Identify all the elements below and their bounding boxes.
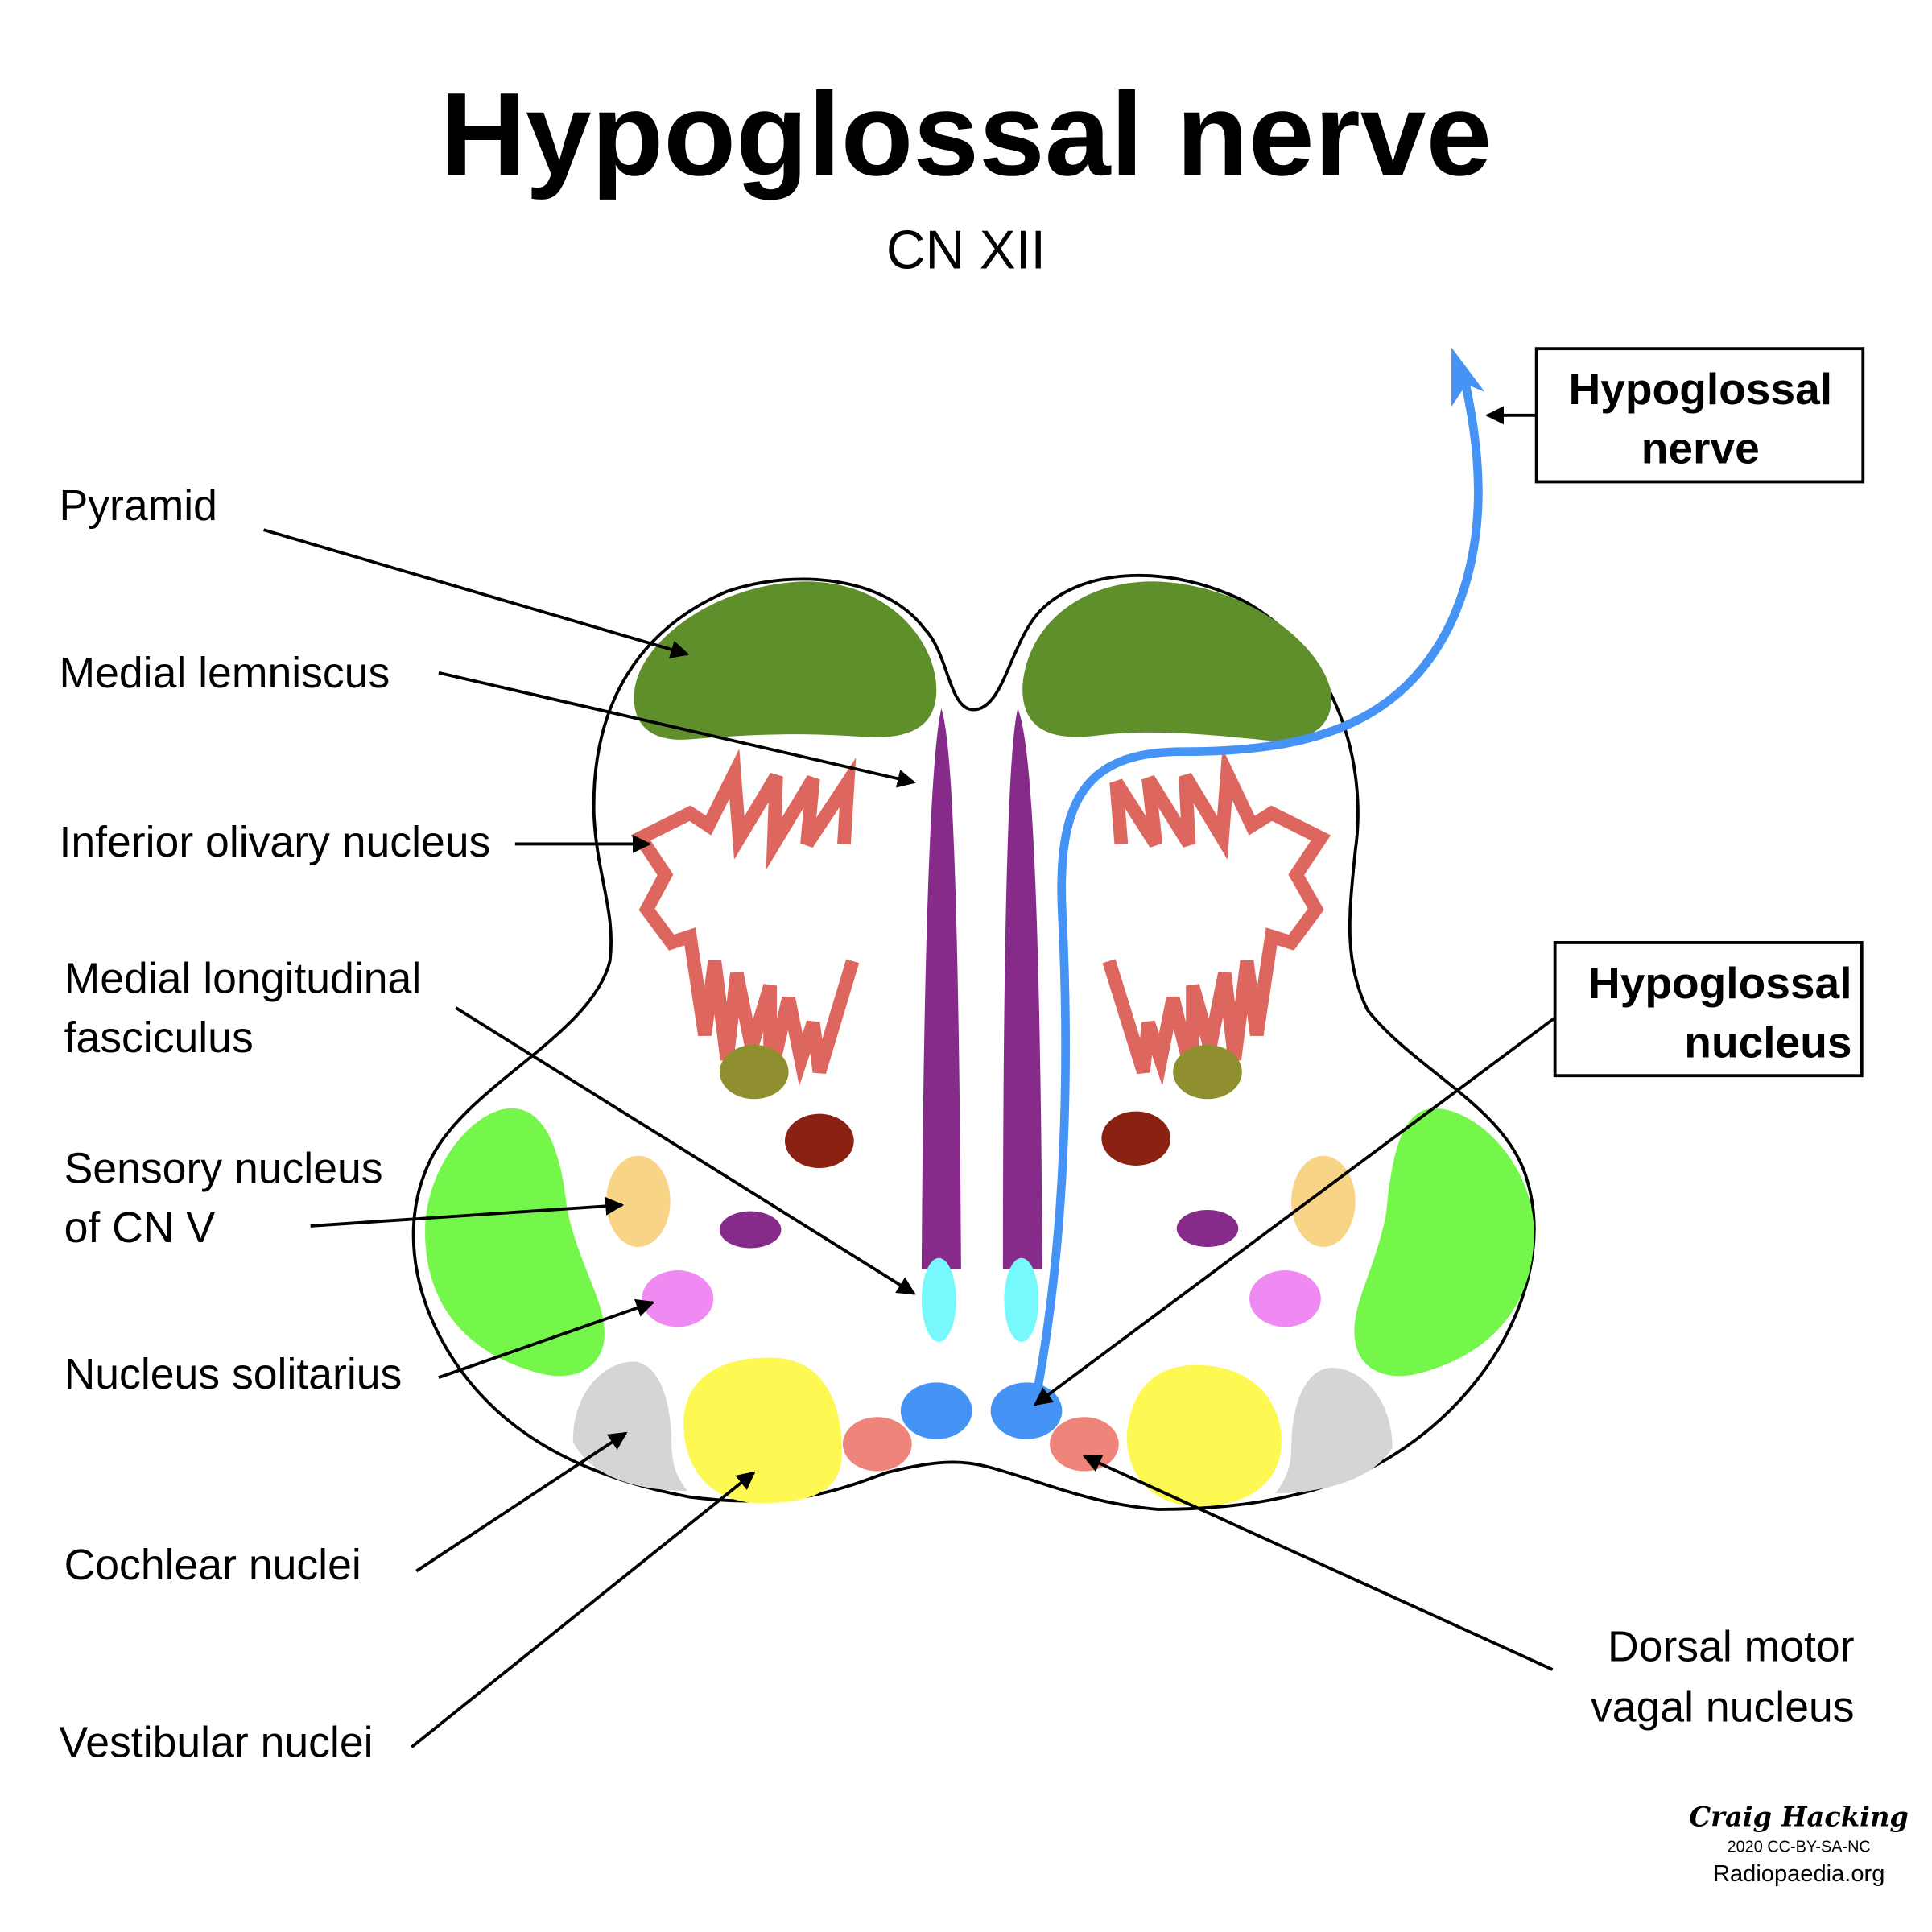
vestibular-left — [683, 1357, 842, 1504]
sensory-cn5-right — [1291, 1155, 1356, 1247]
spinal-trigeminal-left — [425, 1108, 605, 1377]
box-nucleus-line1: Hypoglossal — [1588, 958, 1852, 1008]
olive-small-left — [719, 1044, 789, 1100]
credit-author: Craig Hacking — [1689, 1800, 1909, 1832]
leader-mlf — [455, 1006, 916, 1295]
vestibular-right — [1126, 1364, 1282, 1506]
cochlear-left — [572, 1361, 688, 1492]
red-nucleus-left — [785, 1113, 854, 1169]
label-mlf-line1: Medial longitudinal — [64, 956, 422, 1003]
leader-cochlear — [415, 1431, 628, 1573]
label-dorsal-motor-line1: Dorsal motor — [1608, 1623, 1855, 1670]
sensory-cn5-left — [606, 1155, 671, 1247]
hypoglossal-nerve-path — [1033, 374, 1483, 1391]
box-nucleus-line2: nucleus — [1684, 1017, 1852, 1067]
pyramid-right — [1022, 581, 1331, 741]
leader-hypoglossal-nucleus — [1033, 1016, 1556, 1406]
medial-lemniscus-left — [921, 708, 961, 1269]
cochlear-right — [1275, 1367, 1393, 1494]
box-nerve-line1: Hypoglossal — [1568, 364, 1832, 414]
label-pyramid: Pyramid — [59, 482, 217, 530]
hypoglossal-nucleus-box: Hypoglossal nucleus — [1553, 941, 1864, 1078]
credit-site: Radiopaedia.org — [1713, 1861, 1885, 1887]
label-dorsal-motor-line2: vagal nucleus — [1591, 1683, 1855, 1731]
purple-nucleus-right — [1176, 1210, 1239, 1247]
dorsal-vagal-right — [1050, 1417, 1119, 1472]
label-sensory-cn5-line1: Sensory nucleus — [64, 1145, 383, 1192]
label-vestibular-nuclei: Vestibular nuclei — [59, 1719, 373, 1767]
leader-solitarius — [438, 1298, 655, 1380]
leader-medial-lemniscus — [438, 671, 916, 788]
page-title: Hypoglossal nerve — [440, 68, 1492, 200]
mlf-right — [1004, 1257, 1039, 1342]
label-nucleus-solitarius: Nucleus solitarius — [64, 1351, 402, 1398]
leader-pyramid — [263, 528, 690, 658]
hypoglossal-nerve-arrowhead — [1451, 347, 1485, 407]
pyramid-left — [634, 581, 937, 740]
leader-dorsal-vagal — [1082, 1455, 1554, 1671]
hypoglossal-nerve-box: Hypoglossal nerve — [1534, 347, 1865, 484]
spinal-trigeminal-right — [1354, 1108, 1534, 1377]
label-cochlear-nuclei: Cochlear nuclei — [64, 1542, 361, 1589]
olive-small-right — [1173, 1044, 1242, 1100]
dorsal-vagal-left — [842, 1417, 912, 1472]
label-medial-lemniscus: Medial lemniscus — [59, 650, 390, 697]
solitarius-right — [1249, 1270, 1321, 1327]
box-nerve-line2: nerve — [1641, 423, 1760, 473]
inferior-olive-left — [630, 749, 860, 1087]
inferior-olive-right — [1102, 748, 1331, 1087]
label-inferior-olivary-nucleus: Inferior olivary nucleus — [59, 819, 490, 866]
mlf-left — [921, 1257, 956, 1342]
label-sensory-cn5-line2: of CN V — [64, 1204, 216, 1252]
hypoglossal-nucleus-left — [900, 1382, 972, 1439]
medial-lemniscus-right — [1002, 708, 1042, 1269]
red-nucleus-right — [1101, 1111, 1171, 1166]
label-mlf-line2: fasciculus — [64, 1014, 254, 1062]
page-subtitle: CN XII — [886, 221, 1046, 281]
leader-sensory-cn5 — [310, 1196, 625, 1228]
credit-block: Craig Hacking 2020 CC-BY-SA-NC Radiopaed… — [1689, 1800, 1909, 1887]
leader-vestibular — [411, 1471, 756, 1748]
credit-license: 2020 CC-BY-SA-NC — [1728, 1839, 1871, 1856]
purple-nucleus-left — [719, 1211, 782, 1249]
solitarius-left — [642, 1270, 714, 1327]
